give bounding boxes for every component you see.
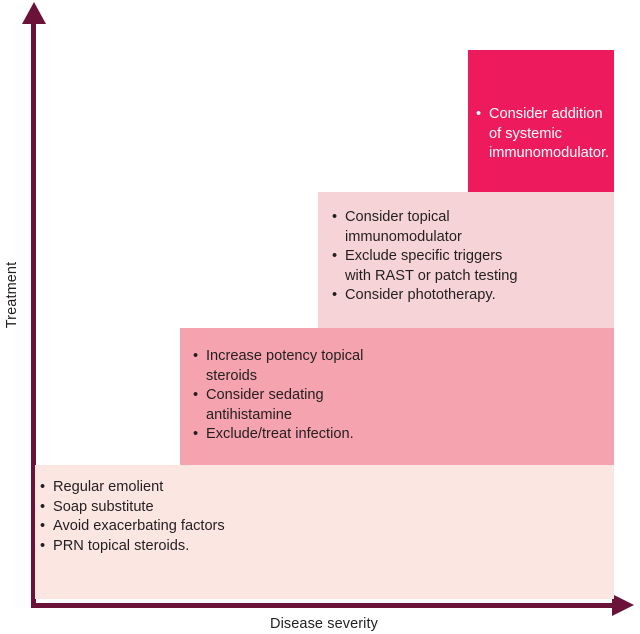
y-axis-arrow-icon — [22, 2, 46, 24]
tier-baseline-care: Regular emolient Soap substitute Avoid e… — [35, 465, 614, 599]
list-item: Exclude specific triggers with RAST or p… — [332, 247, 522, 286]
tier-systemic-care-list: Consider addition of systemic immunomodu… — [476, 105, 618, 164]
x-axis-line — [31, 603, 617, 608]
list-item: Consider addition of systemic immunomodu… — [476, 105, 618, 164]
y-axis-line — [31, 22, 36, 608]
list-item: Exclude/treat infection. — [193, 425, 373, 445]
list-item: Consider topical immunomodulator — [332, 208, 522, 247]
tier-moderate-care-list: Increase potency topical steroids Consid… — [193, 347, 373, 445]
list-item: Consider sedating antihistamine — [193, 386, 373, 425]
tier-moderate-care: Increase potency topical steroids Consid… — [180, 328, 614, 465]
tier-severe-care: Consider topical immunomodulator Exclude… — [318, 192, 614, 328]
list-item: PRN topical steroids. — [40, 537, 230, 557]
list-item: Consider phototherapy. — [332, 286, 522, 306]
list-item: Avoid exacerbating factors — [40, 517, 230, 537]
tier-systemic-care: Consider addition of systemic immunomodu… — [468, 50, 614, 192]
list-item: Soap substitute — [40, 498, 230, 518]
list-item: Increase potency topical steroids — [193, 347, 373, 386]
x-axis-arrow-icon — [612, 594, 634, 616]
y-axis-label: Treatment — [4, 261, 20, 329]
x-axis-label: Disease severity — [270, 616, 378, 632]
tier-severe-care-list: Consider topical immunomodulator Exclude… — [332, 208, 522, 306]
tier-baseline-care-list: Regular emolient Soap substitute Avoid e… — [40, 478, 230, 556]
list-item: Regular emolient — [40, 478, 230, 498]
